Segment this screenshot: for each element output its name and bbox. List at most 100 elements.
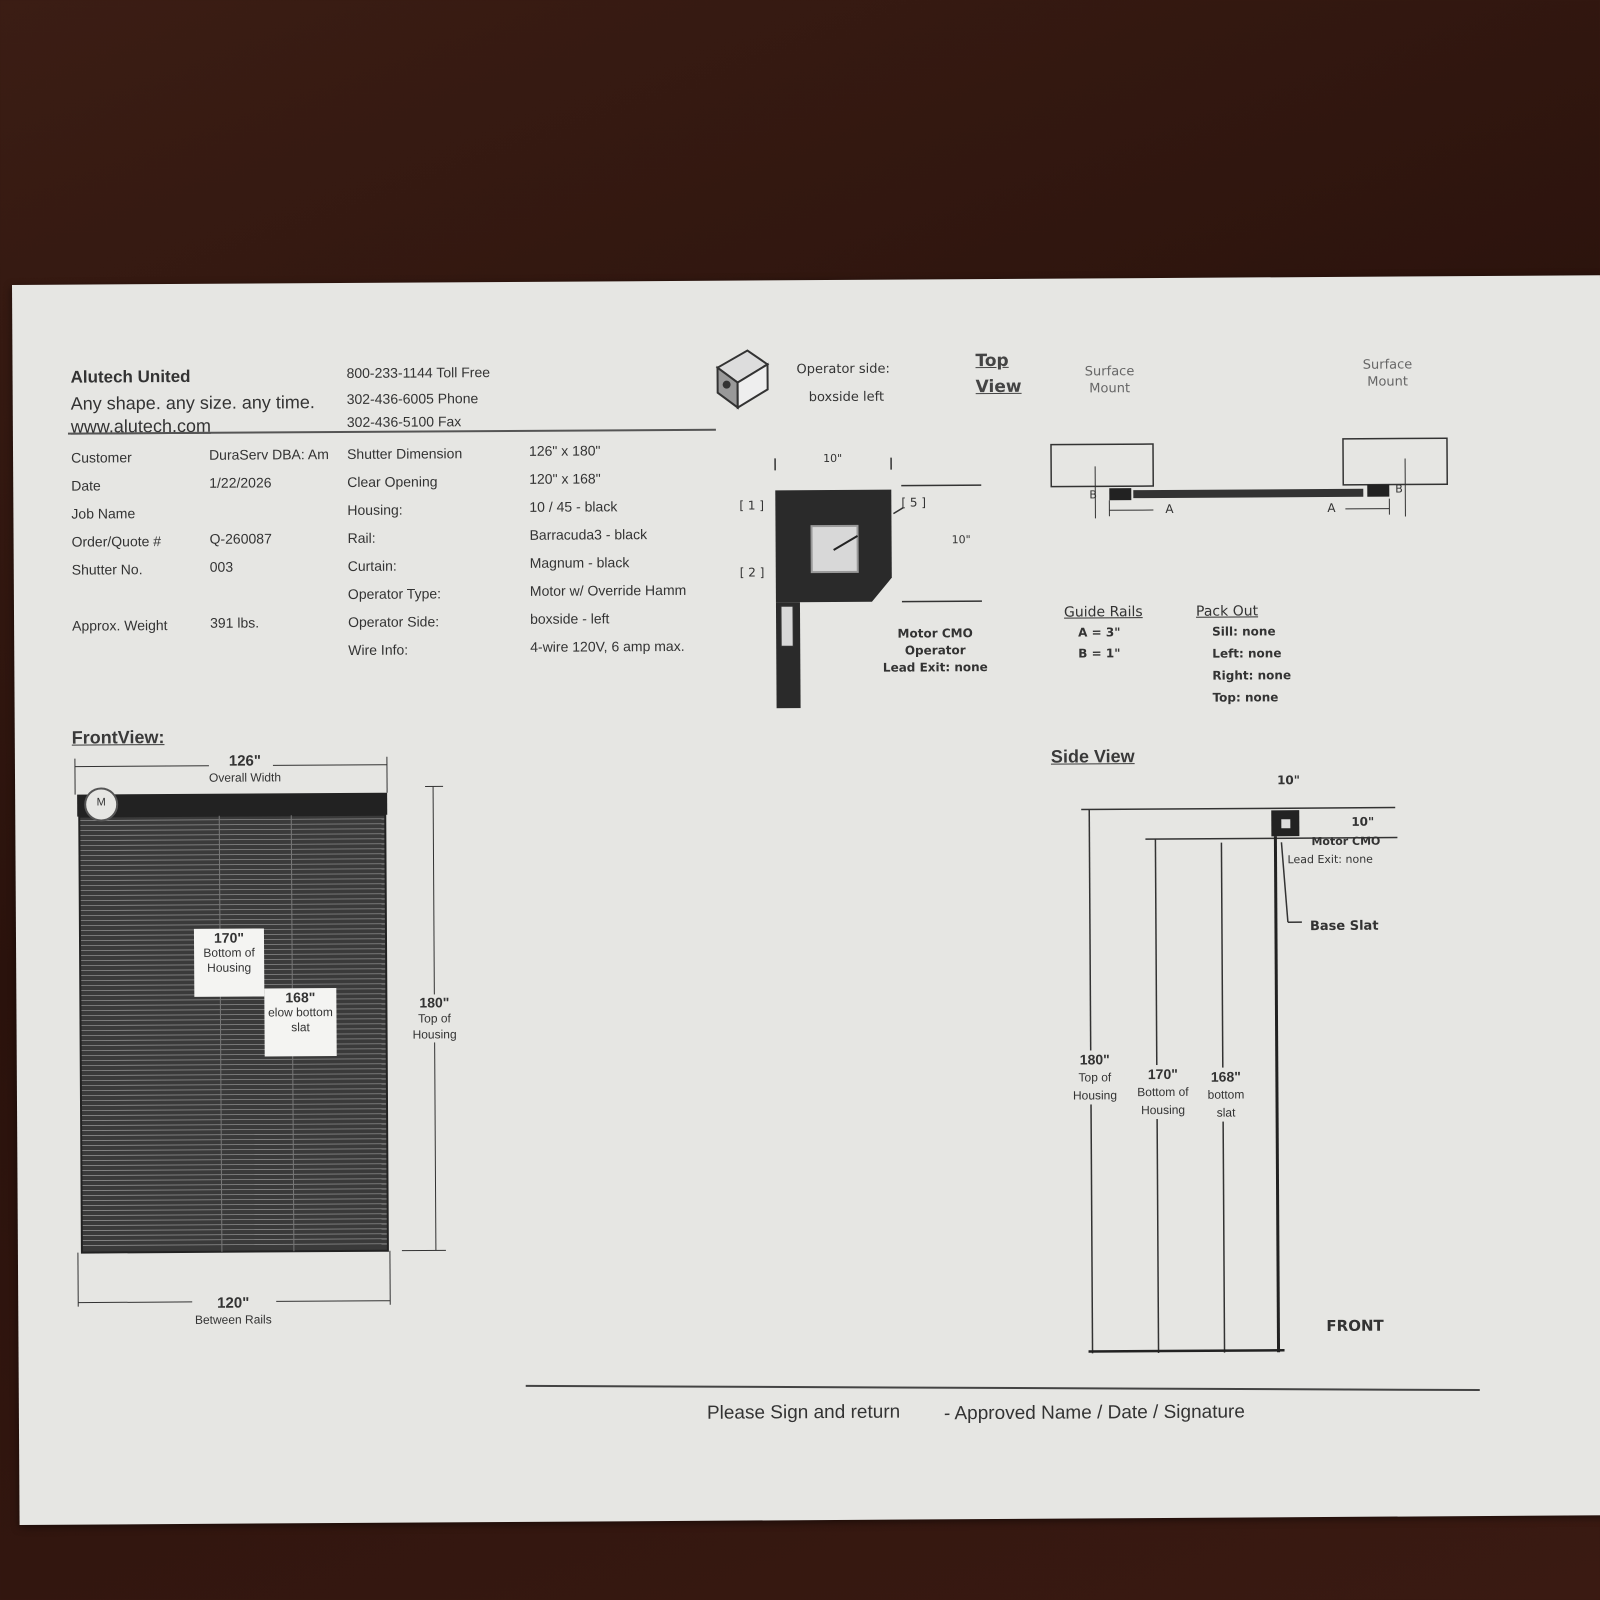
info-right: Shutter Dimension 126" x 180" Clear Open… [12, 275, 1600, 658]
curtain-slat [82, 1128, 387, 1131]
company-tagline: Any shape. any size. any time. [70, 392, 315, 414]
curtain-slat [82, 1243, 387, 1246]
surface-mount-right: Surface Mount [1352, 356, 1422, 390]
surface-mount-text: Surface [1362, 357, 1413, 373]
curtain-slat [81, 1083, 386, 1086]
side-view-dim-top: 10" [1277, 773, 1301, 788]
spec-label: Operator Side: [348, 613, 440, 630]
curtain-slat [81, 1098, 386, 1101]
dim-value: 180" [1079, 1051, 1110, 1068]
pack-out-right: Right: none [1212, 668, 1292, 683]
dim-label: Housing [1141, 1102, 1186, 1118]
motor-mark: M [96, 796, 106, 809]
order-sheet: Alutech United Any shape. any size. any … [12, 275, 1600, 1525]
curtain-slat [81, 1078, 386, 1081]
dim-label: Housing [207, 960, 252, 975]
front-view-title: FrontView: [71, 727, 165, 748]
dim-label: Overall Width [208, 770, 282, 785]
spec-value: 126" x 180" [528, 442, 601, 459]
curtain-slat [82, 1238, 387, 1241]
curtain-slat [80, 888, 385, 891]
housing-box-icon [715, 349, 770, 410]
info-label: Order/Quote # [71, 533, 162, 550]
curtain-slat [80, 853, 385, 856]
curtain-slat [82, 1193, 387, 1196]
curtain-slat [80, 848, 385, 851]
motor-text: Operator [904, 643, 966, 658]
curtain-slat [81, 1088, 386, 1091]
side-top-of-housing: 180" Top of Housing [1064, 1050, 1126, 1105]
side-view-title: Side View [1050, 746, 1135, 767]
dim-label: slat [291, 1020, 310, 1035]
info-label: Date [71, 477, 101, 494]
curtain-slat [82, 1223, 387, 1226]
info-label: Shutter No. [71, 561, 143, 578]
dim-value: 168" [285, 989, 316, 1006]
side-view-motor: Motor CMO [1311, 834, 1381, 849]
curtain-slat [82, 1173, 387, 1176]
mark-1: [ 1 ] [739, 498, 765, 513]
curtain-slat [82, 1103, 387, 1106]
spec-label: Curtain: [347, 557, 397, 574]
curtain-slat [81, 1073, 386, 1076]
curtain-slat [82, 1208, 387, 1211]
pack-out-top: Top: none [1212, 690, 1279, 705]
header-rule [67, 428, 716, 435]
overall-width-dim: 126" Overall Width [175, 752, 315, 786]
spec-value: 120" x 168" [529, 470, 601, 487]
curtain-slat [82, 1203, 387, 1206]
guide-rails-b: B = 1" [1078, 646, 1121, 661]
dim-label: bottom [1207, 1087, 1245, 1102]
curtain-slat [80, 843, 385, 846]
pack-out-left: Left: none [1212, 646, 1282, 661]
curtain-slat [80, 893, 385, 896]
info-value: Q-260087 [209, 530, 272, 547]
side-view-lead-exit: Lead Exit: none [1287, 852, 1373, 867]
curtain-slat [82, 1228, 387, 1231]
spec-label: Housing: [347, 501, 403, 518]
motor-text: Lead Exit: none [882, 660, 988, 675]
curtain-slat [80, 913, 385, 916]
curtain-slat [82, 1178, 387, 1181]
info-value: DuraServ DBA: Am [208, 446, 329, 463]
curtain-slat [81, 1063, 386, 1066]
phone: 302-436-6005 Phone [346, 390, 479, 407]
curtain-slat [82, 1168, 387, 1171]
curtain-slat [80, 838, 385, 841]
toll-free: 800-233-1144 Toll Free [346, 364, 491, 381]
curtain-slat [81, 1093, 386, 1096]
rail-letter-a-right: A [1327, 500, 1336, 515]
spec-label: Clear Opening [347, 473, 438, 490]
side-bottom-slat: 168" bottom slat [1198, 1067, 1254, 1122]
curtain-slat [82, 1158, 387, 1161]
dim-value: 168" [1210, 1068, 1241, 1085]
dim-label: Bottom of [1137, 1084, 1189, 1100]
operator-side-value: boxside left [808, 389, 885, 406]
surface-mount-text: Mount [1089, 381, 1131, 397]
curtain-slat [80, 883, 385, 886]
top-view-motor-block: Motor CMO Operator Lead Exit: none [870, 625, 1000, 677]
curtain-slat [82, 1108, 387, 1111]
curtain-slat [80, 858, 385, 861]
rail-letter-b-left: B [1089, 488, 1097, 502]
approved-text[interactable]: - Approved Name / Date / Signature [943, 1401, 1245, 1425]
curtain-slat [82, 1218, 387, 1221]
curtain-slat [80, 818, 385, 821]
curtain-slat [81, 1068, 386, 1071]
surface-mount-left: Surface Mount [1074, 363, 1144, 397]
side-bottom-of-housing: 170" Bottom of Housing [1126, 1064, 1200, 1120]
curtain-slat [80, 923, 385, 926]
between-rails-dim: 120" Between Rails [178, 1295, 288, 1328]
curtain-slat [80, 823, 385, 826]
spec-label: Shutter Dimension [346, 445, 463, 462]
rail-letter-a-left: A [1165, 501, 1174, 516]
curtain-slat [82, 1113, 387, 1116]
company-name: Alutech United [70, 366, 191, 387]
dim-label: Bottom of [203, 945, 255, 960]
curtain-slat [82, 1153, 387, 1156]
top-view-title-2: View [975, 376, 1022, 398]
dim-value: 170" [1147, 1065, 1178, 1083]
info-left: Customer DuraServ DBA: Am Date 1/22/2026… [12, 275, 1600, 634]
below-bottom-slat-label: 168" elow bottom slat [264, 988, 337, 1057]
curtain-slat [82, 1148, 387, 1151]
